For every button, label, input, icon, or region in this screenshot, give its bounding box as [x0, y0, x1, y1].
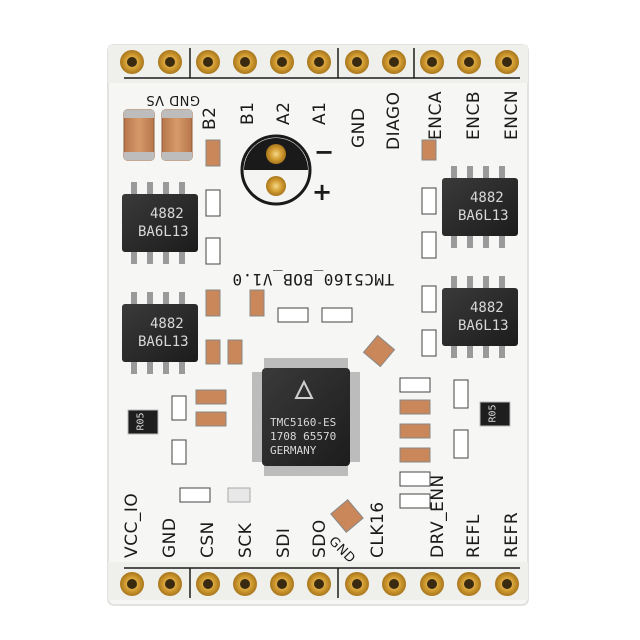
label-a1: A1	[310, 101, 330, 125]
mosfet-left-top-line1: 4882	[150, 206, 184, 222]
smd-components	[171, 139, 469, 533]
label-encb: ENCB	[464, 91, 484, 140]
main-ic-line3: GERMANY	[270, 444, 317, 457]
label-gnd-vs: GND VS	[145, 92, 200, 107]
bottom-gold-pads	[120, 572, 519, 596]
mosfet-right-bottom-line1: 4882	[470, 300, 504, 316]
sense-resistor-left-label: R05	[135, 412, 147, 431]
main-ic-pins	[252, 358, 360, 476]
mosfet-left-bottom-line1: 4882	[150, 316, 184, 332]
top-gold-pads	[120, 50, 519, 74]
mosfet-left-top	[122, 194, 198, 252]
label-b2: B2	[200, 106, 220, 130]
mosfet-right-top-line2: BA6L13	[458, 208, 509, 224]
label-encn: ENCN	[502, 89, 522, 140]
sense-resistor-right	[479, 401, 511, 427]
bulk-capacitors	[123, 109, 193, 161]
label-gnd-top: GND	[349, 107, 369, 148]
label-clk16: CLK16	[368, 501, 388, 558]
label-sdo: SDO	[310, 519, 330, 558]
label-vcc-io: VCC_IO	[122, 492, 142, 558]
sense-resistor-left	[127, 409, 159, 435]
polarity-minus: −	[314, 138, 335, 166]
mosfet-right-bottom	[442, 288, 518, 346]
mosfet-left-bottom	[122, 304, 198, 362]
mosfet-right-top-line1: 4882	[470, 190, 504, 206]
label-refr: REFR	[502, 511, 522, 558]
label-enca: ENCA	[426, 91, 446, 140]
mosfet-left-top-line2: BA6L13	[138, 224, 189, 240]
label-b1: B1	[238, 101, 258, 125]
trinamic-logo	[294, 379, 314, 399]
mosfet-right-top	[442, 178, 518, 236]
main-ic	[262, 368, 350, 466]
label-drv-enn: DRV_ENN	[428, 474, 448, 558]
label-gnd-bottom: GND	[160, 517, 180, 558]
mosfet-right-bottom-line2: BA6L13	[458, 318, 509, 334]
main-ic-line1: TMC5160-ES	[270, 416, 337, 429]
sense-resistor-right-label: R05	[487, 404, 499, 423]
main-ic-line2: 1708 65570	[270, 430, 337, 443]
label-a2: A2	[274, 101, 294, 125]
mosfet-chips	[131, 166, 505, 374]
label-sck: SCK	[236, 522, 256, 558]
mosfet-left-bottom-line2: BA6L13	[138, 334, 189, 350]
polarity-marker	[240, 134, 312, 206]
label-diago: DIAGO	[384, 91, 404, 151]
polarity-plus: +	[312, 178, 333, 206]
label-sdi: SDI	[274, 527, 294, 558]
label-csn: CSN	[198, 521, 218, 558]
label-refl: REFL	[464, 514, 484, 558]
board-title: TMC5160_BOB_V1.0	[232, 270, 395, 289]
